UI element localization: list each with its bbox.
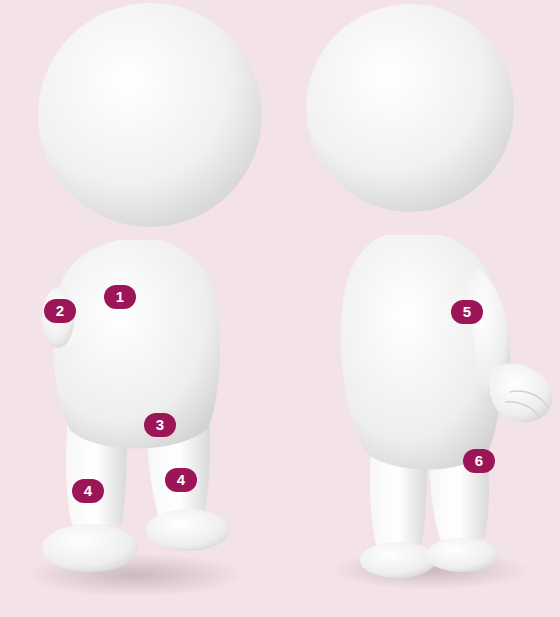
callout-number: 1	[104, 285, 136, 309]
callout-number: 5	[451, 300, 483, 324]
callout-number: 2	[44, 299, 76, 323]
back-figure	[306, 4, 553, 590]
callout-number: 4	[72, 479, 104, 503]
callout-number: 4	[165, 468, 197, 492]
callout-number: 3	[144, 413, 176, 437]
callout-number: 6	[463, 449, 495, 473]
front-figure	[25, 3, 262, 597]
